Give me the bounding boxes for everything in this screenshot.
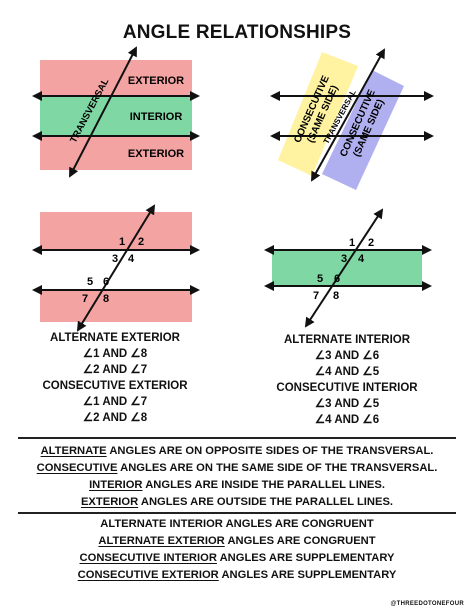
rule-consecutive-interior: CONSECUTIVE INTERIOR ANGLES ARE SUPPLEME…	[0, 550, 474, 568]
consecutive-exterior-pair-1: ∠1 AND ∠7	[82, 396, 148, 408]
definition-key: EXTERIOR	[80, 496, 139, 508]
rule-alternate-exterior: ALTERNATE EXTERIOR ANGLES ARE CONGRUENT	[0, 533, 474, 551]
rule-key: CONSECUTIVE INTERIOR	[79, 552, 217, 564]
angle-label-4: 4	[358, 253, 365, 265]
angle-label-1: 1	[119, 236, 125, 248]
transversal-line	[69, 46, 137, 178]
alternate-interior-heading: ALTERNATE INTERIOR	[283, 334, 411, 346]
transversal-line	[304, 208, 384, 328]
consecutive-exterior-heading: CONSECUTIVE EXTERIOR	[42, 380, 188, 392]
page-title: ANGLE RELATIONSHIPS	[122, 22, 352, 43]
rule-key: ALTERNATE EXTERIOR	[98, 535, 225, 547]
consecutive-exterior-pair-2: ∠2 AND ∠8	[82, 412, 148, 424]
rule-key: ALTERNATE INTERIOR	[100, 518, 223, 530]
alternate-exterior-pair-2: ∠2 AND ∠7	[82, 364, 148, 376]
angle-label-8: 8	[103, 293, 109, 305]
rule-consecutive-exterior: CONSECUTIVE EXTERIOR ANGLES ARE SUPPLEME…	[0, 567, 474, 585]
consecutive-interior-heading: CONSECUTIVE INTERIOR	[276, 382, 418, 394]
angle-label-2: 2	[138, 236, 144, 248]
definition-text: ANGLES ARE ON OPPOSITE SIDES OF THE TRAN…	[106, 445, 434, 457]
angle-label-8: 8	[333, 290, 339, 302]
alternate-interior-block: ALTERNATE INTERIOR ∠3 AND ∠6 ∠4 AND ∠5	[262, 332, 432, 380]
definition-interior: INTERIOR ANGLES ARE INSIDE THE PARALLEL …	[0, 477, 474, 495]
rule-alternate-interior: ALTERNATE INTERIOR ANGLES ARE CONGRUENT	[0, 516, 474, 534]
angle-label-2: 2	[368, 237, 374, 249]
consecutive-exterior-block: CONSECUTIVE EXTERIOR ∠1 AND ∠7 ∠2 AND ∠8	[20, 378, 210, 426]
definition-key: INTERIOR	[89, 479, 143, 491]
definition-exterior: EXTERIOR ANGLES ARE OUTSIDE THE PARALLEL…	[0, 494, 474, 512]
angle-label-1: 1	[349, 237, 355, 249]
rule-text: ANGLES ARE CONGRUENT	[224, 535, 376, 547]
consecutive-interior-block: CONSECUTIVE INTERIOR ∠3 AND ∠5 ∠4 AND ∠6	[257, 380, 437, 428]
angle-label-3: 3	[112, 253, 118, 265]
alternate-interior-pair-1: ∠3 AND ∠6	[314, 350, 380, 362]
angle-label-5: 5	[87, 276, 93, 288]
angle-label-5: 5	[317, 273, 323, 285]
definition-text: ANGLES ARE INSIDE THE PARALLEL LINES.	[142, 479, 385, 491]
rule-text: ANGLES ARE SUPPLEMENTARY	[218, 569, 397, 581]
divider-top	[18, 437, 456, 439]
definition-consecutive: CONSECUTIVE ANGLES ARE ON THE SAME SIDE …	[0, 460, 474, 478]
alternate-exterior-pair-1: ∠1 AND ∠8	[82, 348, 148, 360]
consecutive-interior-pair-2: ∠4 AND ∠6	[314, 414, 380, 426]
alternate-exterior-block: ALTERNATE EXTERIOR ∠1 AND ∠8 ∠2 AND ∠7	[30, 330, 200, 378]
definition-alternate: ALTERNATE ANGLES ARE ON OPPOSITE SIDES O…	[0, 443, 474, 461]
transversal-line	[311, 48, 385, 182]
angle-label-7: 7	[82, 293, 88, 305]
definition-text: ANGLES ARE ON THE SAME SIDE OF THE TRANS…	[117, 462, 438, 474]
angle-label-6: 6	[334, 273, 340, 285]
rule-key: CONSECUTIVE EXTERIOR	[77, 569, 219, 581]
definition-key: CONSECUTIVE	[36, 462, 118, 474]
divider-bottom	[18, 512, 456, 514]
rule-text: ANGLES ARE SUPPLEMENTARY	[216, 552, 395, 564]
exterior-label-bottom: EXTERIOR	[128, 148, 184, 160]
definition-text: ANGLES ARE OUTSIDE THE PARALLEL LINES.	[138, 496, 394, 508]
credit-handle: @THREEDOTONEFOUR	[390, 601, 464, 607]
definition-key: ALTERNATE	[40, 445, 107, 457]
angle-label-6: 6	[103, 276, 109, 288]
angle-label-3: 3	[341, 253, 347, 265]
angle-label-4: 4	[128, 253, 135, 265]
consecutive-interior-pair-1: ∠3 AND ∠5	[314, 398, 380, 410]
exterior-label-top: EXTERIOR	[128, 75, 184, 87]
alternate-interior-pair-2: ∠4 AND ∠5	[314, 366, 380, 378]
transversal-line	[76, 204, 156, 332]
rule-text: ANGLES ARE CONGRUENT	[222, 518, 374, 530]
alternate-exterior-heading: ALTERNATE EXTERIOR	[50, 332, 180, 344]
interior-label: INTERIOR	[130, 111, 183, 123]
angle-label-7: 7	[313, 290, 319, 302]
